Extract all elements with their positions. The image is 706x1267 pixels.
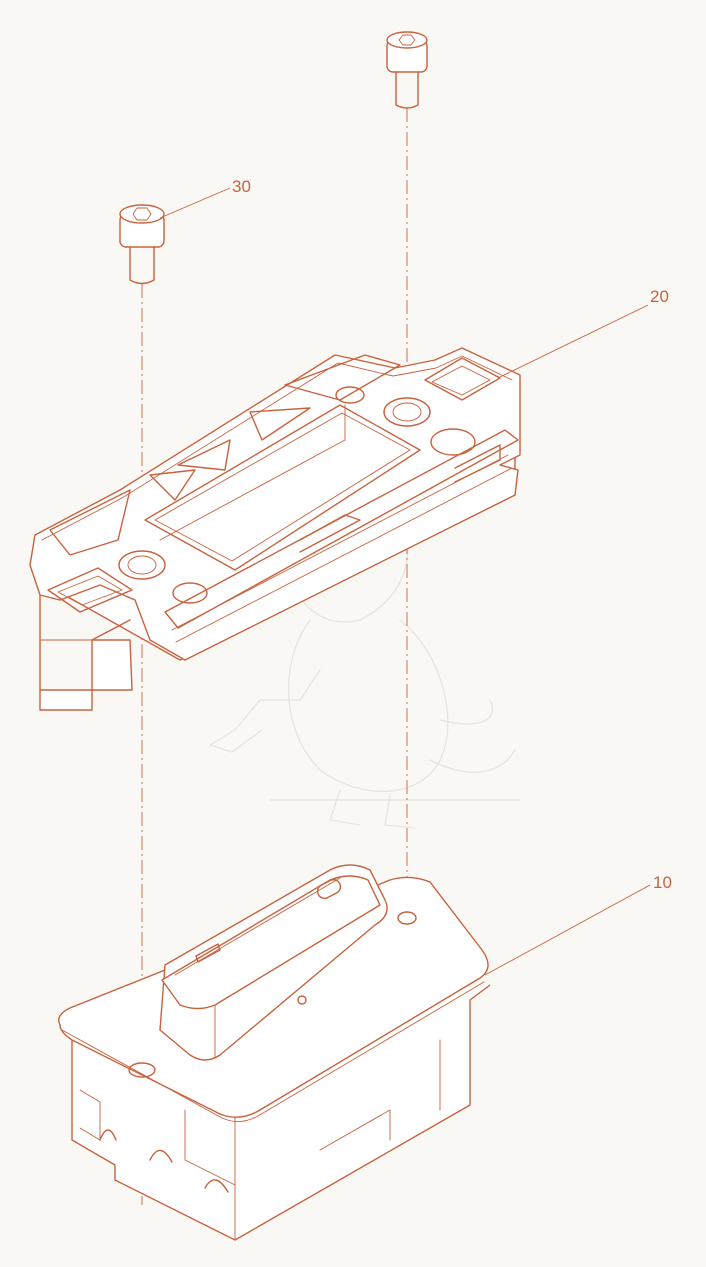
assembly-axes: [141, 108, 408, 1205]
callout-10: 10: [653, 873, 672, 892]
screw-left: [119, 204, 165, 285]
leader-20: [497, 304, 649, 379]
switch-base: [58, 864, 491, 1241]
callout-30: 30: [232, 177, 251, 196]
callout-20: 20: [650, 287, 669, 306]
leader-30: [159, 187, 231, 219]
mounting-frame: [29, 347, 521, 711]
screw-top-right: [386, 31, 428, 109]
leader-10: [484, 884, 651, 976]
leader-lines: [159, 187, 651, 976]
